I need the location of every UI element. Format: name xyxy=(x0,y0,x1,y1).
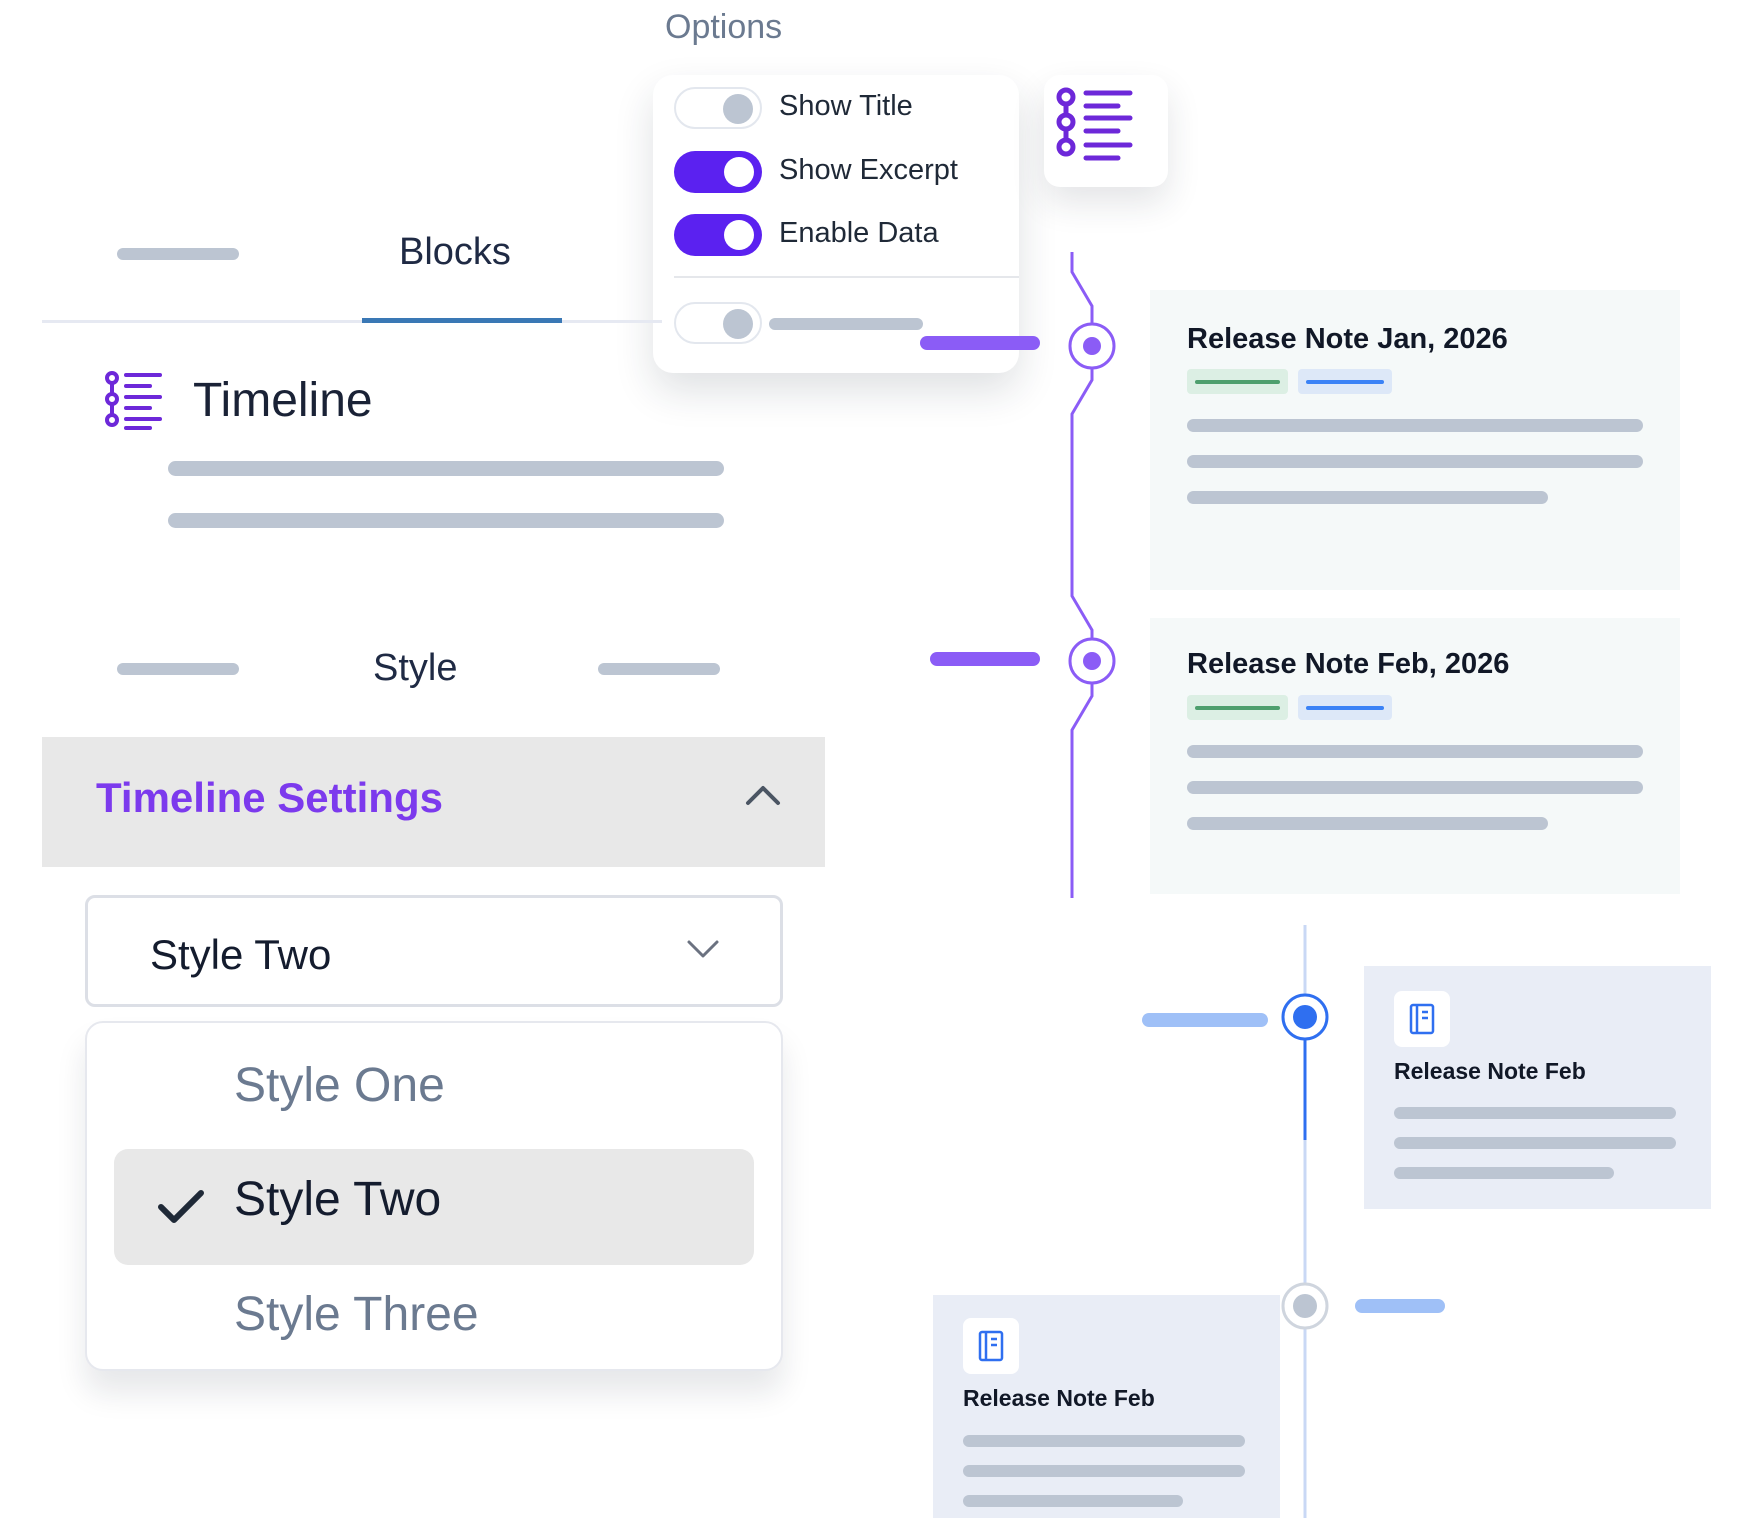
section-placeholder xyxy=(598,663,720,675)
section-placeholder xyxy=(117,663,239,675)
text-placeholder xyxy=(963,1495,1183,1507)
timeline-card-tag xyxy=(1187,695,1288,720)
timeline-card-title: Release Note Jan, 2026 xyxy=(1187,323,1508,355)
description-placeholder xyxy=(168,461,724,476)
timeline-connector-blue xyxy=(1142,925,1445,1518)
dropdown-option-selected-bg[interactable] xyxy=(114,1149,754,1265)
dropdown-option-style-one[interactable]: Style One xyxy=(234,1059,445,1112)
text-placeholder xyxy=(963,1435,1245,1447)
tab-blocks[interactable]: Blocks xyxy=(399,231,511,273)
timeline-icon xyxy=(105,371,162,430)
notebook-icon xyxy=(1409,1003,1435,1035)
chevron-down-icon xyxy=(687,940,719,958)
text-placeholder xyxy=(963,1465,1245,1477)
text-placeholder xyxy=(1394,1107,1676,1119)
timeline-card-icon xyxy=(1394,991,1450,1047)
timeline-card-title: Release Note Feb xyxy=(1394,1058,1586,1084)
options-heading: Options xyxy=(665,8,783,46)
toggle-label-show-excerpt: Show Excerpt xyxy=(779,154,958,186)
tab-placeholder[interactable] xyxy=(117,248,239,260)
timeline-icon xyxy=(1056,87,1133,161)
toggle-unlabeled[interactable] xyxy=(674,302,762,344)
timeline-card-icon xyxy=(963,1318,1019,1374)
timeline-card-tag xyxy=(1298,369,1392,394)
timeline-card-tag xyxy=(1187,369,1288,394)
timeline-settings-title: Timeline Settings xyxy=(96,774,443,821)
timeline-card-title: Release Note Feb xyxy=(963,1385,1155,1411)
toggle-label-enable-data: Enable Data xyxy=(779,217,939,249)
toggle-show-title[interactable] xyxy=(674,87,762,129)
text-placeholder xyxy=(1394,1137,1676,1149)
toggle-label-placeholder xyxy=(769,318,923,330)
checkmark-icon xyxy=(158,1190,204,1223)
timeline-card-title: Release Note Feb, 2026 xyxy=(1187,648,1510,680)
text-placeholder xyxy=(1394,1167,1614,1179)
style-dropdown-menu: Style One Style Two Style Three xyxy=(85,1021,783,1371)
timeline-card[interactable]: Release Note Feb, 2026 xyxy=(1150,618,1680,894)
text-placeholder xyxy=(1187,781,1643,794)
dropdown-option-style-three[interactable]: Style Three xyxy=(234,1288,479,1341)
text-placeholder xyxy=(1187,817,1548,830)
text-placeholder xyxy=(1187,455,1643,468)
toggle-show-excerpt[interactable] xyxy=(674,151,762,193)
toggle-enable-data[interactable] xyxy=(674,214,762,256)
text-placeholder xyxy=(1187,419,1643,432)
text-placeholder xyxy=(1187,491,1548,504)
tabs-divider xyxy=(42,320,662,323)
timeline-card[interactable]: Release Note Jan, 2026 xyxy=(1150,290,1680,590)
timeline-connector-purple xyxy=(920,252,1116,898)
style-section-label: Style xyxy=(373,647,458,689)
timeline-block-icon-card[interactable] xyxy=(1044,75,1168,187)
notebook-icon xyxy=(978,1330,1004,1362)
style-select-value: Style Two xyxy=(150,931,332,978)
timeline-card[interactable]: Release Note Feb xyxy=(1364,966,1711,1209)
text-placeholder xyxy=(1187,745,1643,758)
chevron-up-icon[interactable] xyxy=(745,783,781,807)
description-placeholder xyxy=(168,513,724,528)
block-title: Timeline xyxy=(193,374,373,427)
timeline-card[interactable]: Release Note Feb xyxy=(933,1295,1280,1518)
options-panel: Show Title Show Excerpt Enable Data xyxy=(653,75,1019,373)
dropdown-option-style-two[interactable]: Style Two xyxy=(234,1173,442,1226)
toggle-label-show-title: Show Title xyxy=(779,90,913,122)
timeline-card-tag xyxy=(1298,695,1392,720)
style-select[interactable]: Style Two xyxy=(85,895,783,1007)
timeline-settings-header[interactable] xyxy=(42,737,825,867)
tab-active-indicator xyxy=(362,318,562,323)
options-divider xyxy=(674,276,1019,278)
